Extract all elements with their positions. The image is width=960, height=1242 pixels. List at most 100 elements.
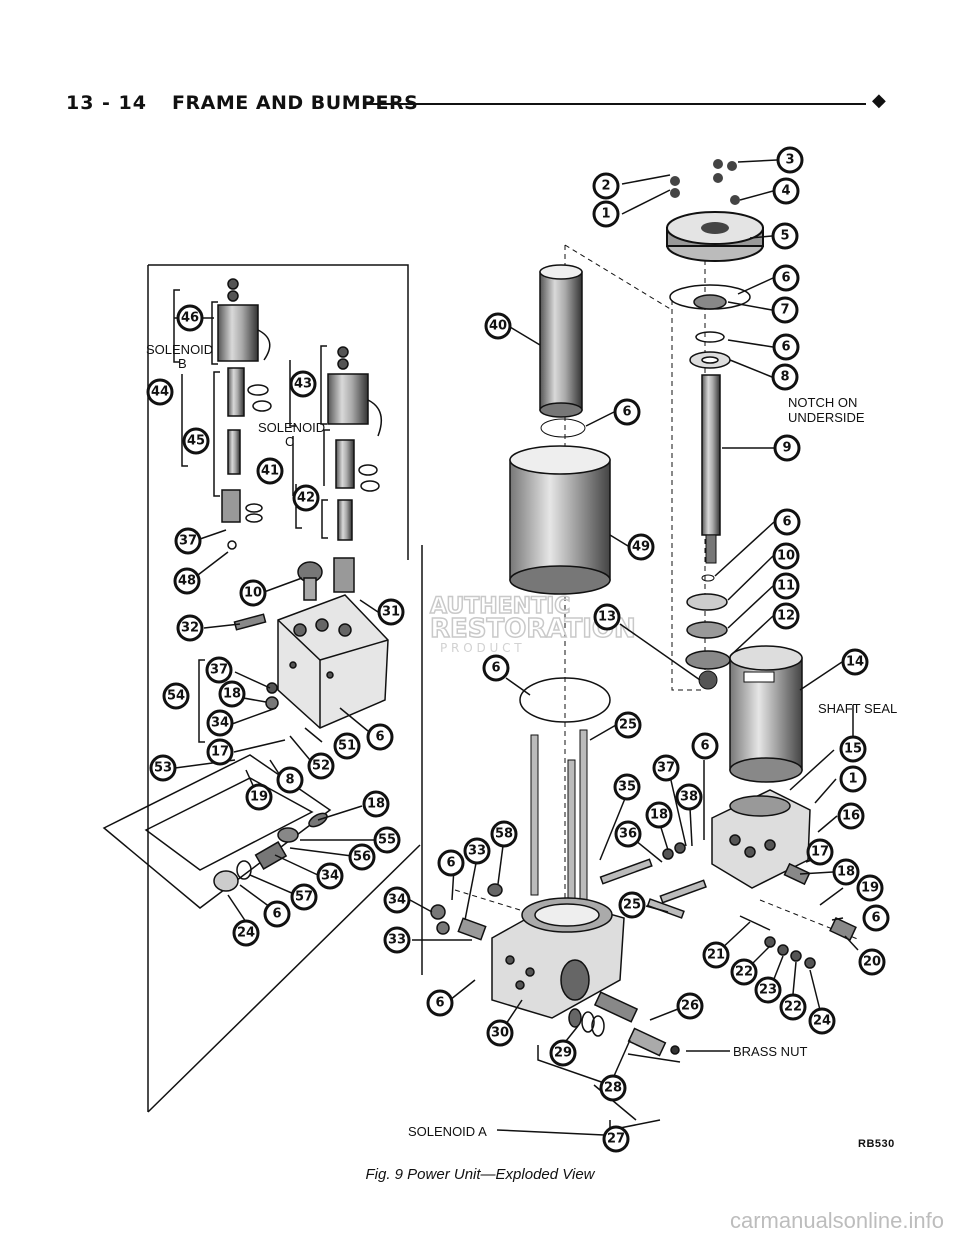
svg-text:45: 45 (187, 434, 205, 449)
svg-text:46: 46 (181, 311, 199, 326)
callout: 6 (862, 904, 890, 932)
svg-text:40: 40 (489, 319, 507, 334)
callout: 4 (772, 177, 800, 205)
svg-text:52: 52 (312, 759, 330, 774)
left-lower-fittings (213, 613, 328, 892)
callout: 18 (832, 858, 860, 886)
svg-text:6: 6 (435, 996, 444, 1011)
callout: 38 (675, 783, 703, 811)
svg-text:53: 53 (154, 761, 172, 776)
svg-text:9: 9 (782, 441, 791, 456)
callout: 6 (772, 333, 800, 361)
svg-text:43: 43 (294, 377, 312, 392)
callout: 24 (232, 919, 260, 947)
svg-text:10: 10 (244, 586, 262, 601)
callout: 49 (627, 533, 655, 561)
callout: 37 (652, 754, 680, 782)
valve-body-right (711, 789, 811, 889)
svg-text:29: 29 (554, 1046, 572, 1061)
svg-text:34: 34 (321, 869, 339, 884)
callout: 22 (779, 993, 807, 1021)
svg-text:22: 22 (735, 965, 753, 980)
part-callouts: 2 1 3 4 5 6 7 6 8 9 40 6 49 6 10 11 12 1… (146, 146, 890, 1153)
svg-text:33: 33 (468, 844, 486, 859)
svg-text:2: 2 (601, 179, 610, 194)
callout: 18 (362, 790, 390, 818)
svg-text:6: 6 (781, 340, 790, 355)
label-solenoid-b-letter: B (178, 356, 187, 371)
callout: 6 (263, 900, 291, 928)
svg-text:34: 34 (211, 716, 229, 731)
svg-text:8: 8 (780, 370, 789, 385)
callout: 48 (173, 567, 201, 595)
figure-caption: Fig. 9 Power Unit—Exploded View (365, 1166, 595, 1183)
svg-text:22: 22 (784, 1000, 802, 1015)
callout: 46 (176, 304, 204, 332)
label-shaft-seal: SHAFT SEAL (818, 701, 897, 716)
callout: 35 (613, 773, 641, 801)
callout: 44 (146, 378, 174, 406)
callout: 33 (463, 837, 491, 865)
svg-text:19: 19 (861, 881, 879, 896)
pump-tube (539, 264, 586, 438)
callout: 14 (841, 648, 869, 676)
svg-text:17: 17 (211, 745, 229, 760)
svg-text:30: 30 (491, 1026, 509, 1041)
svg-text:21: 21 (707, 948, 725, 963)
svg-text:13: 13 (598, 610, 616, 625)
seal-washers (669, 284, 751, 369)
svg-text:37: 37 (179, 534, 197, 549)
callout: 45 (182, 427, 210, 455)
svg-text:23: 23 (759, 983, 777, 998)
label-solenoid-b: SOLENOID (146, 342, 213, 357)
callout: 21 (702, 941, 730, 969)
svg-text:6: 6 (272, 907, 281, 922)
callout: 5 (771, 222, 799, 250)
callout: 34 (206, 709, 234, 737)
svg-text:14: 14 (846, 655, 864, 670)
svg-text:25: 25 (619, 718, 637, 733)
callout: 51 (333, 732, 361, 760)
callout: 6 (613, 398, 641, 426)
svg-text:25: 25 (623, 898, 641, 913)
svg-text:16: 16 (842, 809, 860, 824)
label-solenoid-c-letter: C (285, 434, 294, 449)
svg-text:44: 44 (151, 385, 169, 400)
callout: 36 (614, 820, 642, 848)
callout: 6 (773, 508, 801, 536)
label-solenoid-a: SOLENOID A (408, 1124, 487, 1139)
callout: 17 (206, 738, 234, 766)
callout: 28 (599, 1074, 627, 1102)
page-header: 13 - 14 FRAME AND BUMPERS ◆ (66, 88, 906, 118)
callout: 25 (618, 891, 646, 919)
callout: 7 (771, 296, 799, 324)
callout: 57 (290, 883, 318, 911)
svg-text:38: 38 (680, 790, 698, 805)
callout: 33 (383, 926, 411, 954)
callout: 18 (218, 680, 246, 708)
label-notch-line2: UNDERSIDE (788, 410, 865, 425)
callout: 23 (754, 976, 782, 1004)
svg-text:58: 58 (495, 827, 513, 842)
svg-text:18: 18 (650, 808, 668, 823)
callout: 34 (383, 886, 411, 914)
callout: 9 (773, 434, 801, 462)
svg-text:7: 7 (780, 303, 789, 318)
callout: 17 (806, 838, 834, 866)
callout: 18 (645, 801, 673, 829)
callout: 54 (162, 682, 190, 710)
svg-text:4: 4 (781, 184, 790, 199)
label-brass-nut: BRASS NUT (733, 1044, 807, 1059)
callout: 41 (256, 457, 284, 485)
svg-text:6: 6 (700, 739, 709, 754)
callout: 42 (292, 484, 320, 512)
reservoir (509, 445, 611, 723)
svg-text:34: 34 (388, 893, 406, 908)
svg-text:6: 6 (782, 515, 791, 530)
svg-text:55: 55 (378, 833, 396, 848)
svg-text:6: 6 (491, 661, 500, 676)
callout: 6 (366, 723, 394, 751)
pump-base (491, 897, 625, 1019)
callout: 6 (426, 989, 454, 1017)
